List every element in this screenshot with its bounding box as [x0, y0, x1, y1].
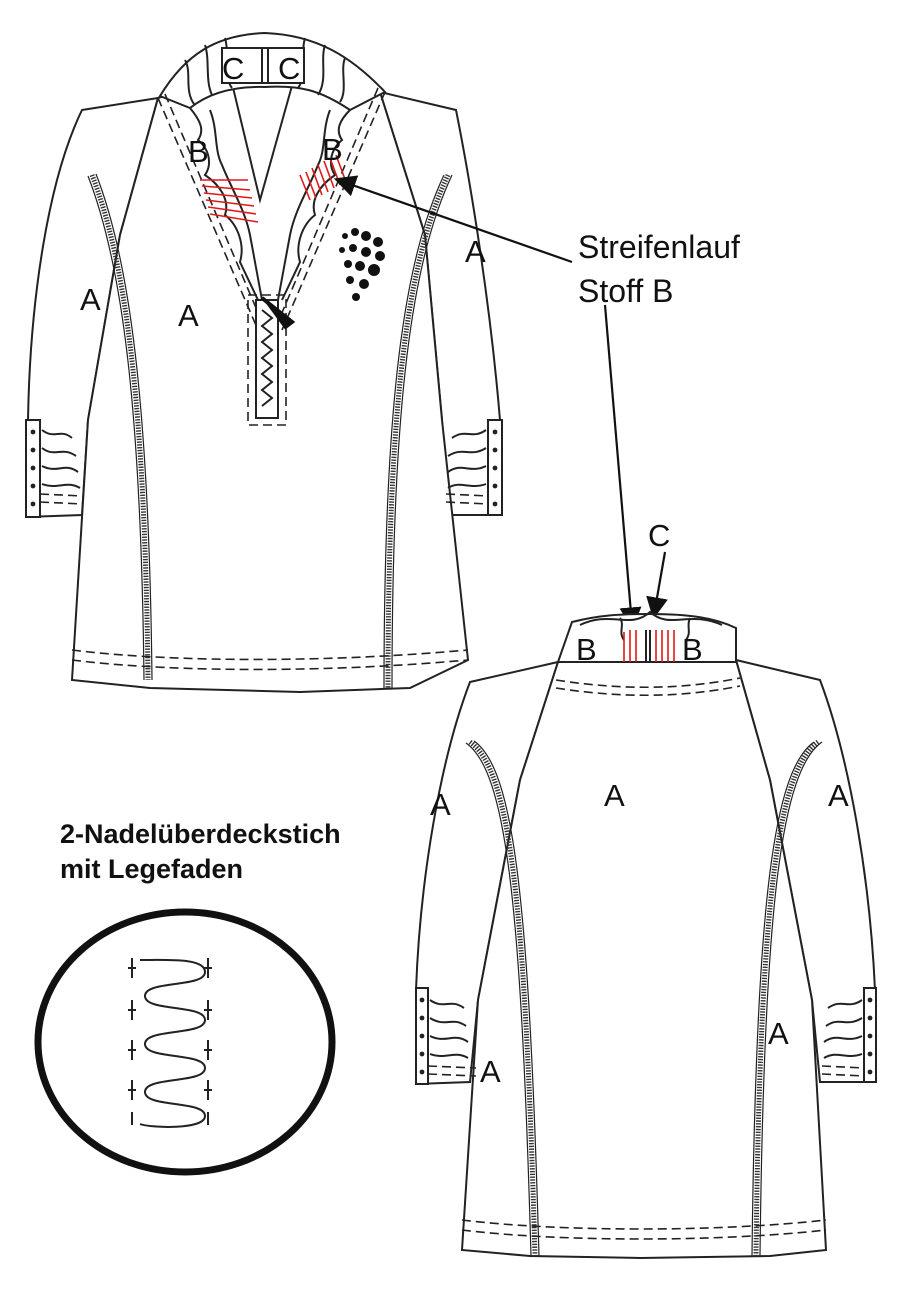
back-body-label: A [604, 778, 625, 813]
front-sleeve-label-right: A [465, 234, 486, 269]
front-sleeve-label-left: A [80, 282, 101, 317]
streifenlauf-annotation: Streifenlauf Stoff B [333, 175, 740, 630]
stitch-title-line1: 2-Nadelüberdeckstich [60, 819, 341, 849]
back-view: C B B A A A A A [415, 518, 878, 1260]
back-stripe-marking [623, 630, 675, 662]
zipper-pull [260, 296, 296, 330]
placket-ruffle-right [281, 109, 351, 301]
back-collar-ruffle [579, 610, 723, 626]
back-left-sleeve [415, 660, 560, 1086]
stitch-title-line2: mit Legefaden [60, 854, 243, 884]
back-cuff-label-left: A [480, 1054, 501, 1089]
front-view: C C B B A A A [24, 31, 504, 694]
front-right-cuff [445, 419, 503, 516]
stitch-detail-icon [34, 908, 336, 1176]
front-body-label: A [178, 298, 199, 333]
stripe-marking-right [299, 154, 347, 201]
front-placket-label-left: B [188, 134, 209, 169]
stitch-detail: 2-Nadelüberdeckstich mit Legefaden [34, 819, 341, 1176]
back-right-cuff [821, 987, 877, 1083]
front-collar-label-left: C [222, 51, 244, 86]
back-side-label-right: A [768, 1016, 789, 1051]
stripe-marking-left [200, 179, 259, 223]
arrow-icon [333, 175, 573, 264]
back-collar-label-right: B [682, 632, 703, 667]
dot-motif-icon [339, 228, 385, 301]
front-left-sleeve [24, 96, 160, 519]
back-sleeve-label-left: A [430, 787, 451, 822]
back-left-cuff [415, 987, 477, 1085]
back-collar-label-left: B [576, 632, 597, 667]
back-body [460, 658, 828, 1260]
zipper [255, 299, 279, 419]
front-collar-label-right: C [278, 51, 300, 86]
front-placket-label-right: B [322, 132, 343, 167]
back-sleeve-label-right: A [828, 778, 849, 813]
stoff-b-text: Stoff B [578, 273, 673, 309]
placket-ruffle-left [189, 107, 259, 301]
back-collar-label-c: C [648, 518, 670, 553]
streifenlauf-text: Streifenlauf [578, 229, 740, 265]
front-left-cuff [25, 419, 83, 518]
